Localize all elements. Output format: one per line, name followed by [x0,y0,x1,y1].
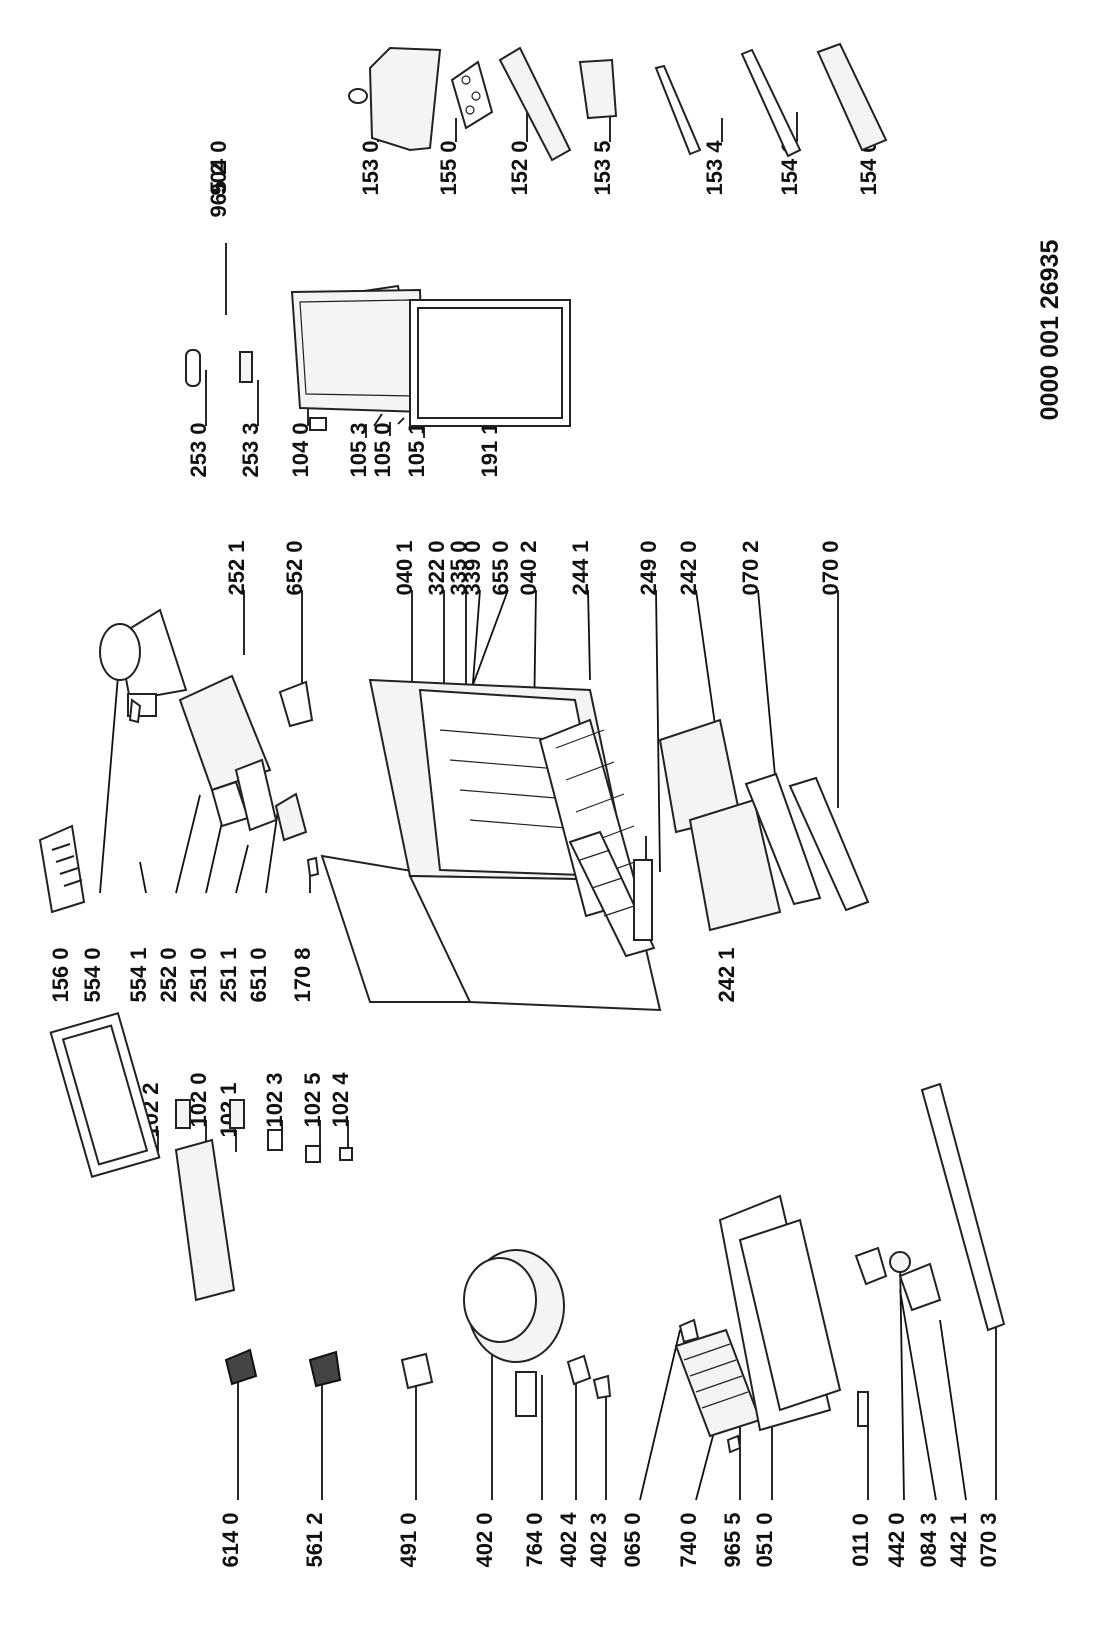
rail-153-4 [654,64,702,156]
document-code: 0000 001 26935 [1036,240,1064,421]
part-label: 105 3 [346,422,371,477]
part-491-0 [400,1352,434,1390]
part-label: 322 0 [424,540,449,595]
part-label: 242 0 [676,540,701,595]
knob-652-0 [278,680,314,728]
part-label: 040 1 [392,540,417,595]
part-label: 442 0 [884,1512,909,1567]
cover-251-1 [234,758,278,832]
part-label: 491 0 [396,1512,421,1567]
part-label: 253 3 [238,422,263,477]
part-084-3 [889,1251,911,1273]
thermostat-651-0 [274,792,308,842]
part-label: 070 3 [976,1512,1001,1567]
part-402-3 [592,1374,612,1400]
part-965-5 [726,1434,742,1454]
part-label: 554 0 [80,947,105,1002]
part-label: 153 4 [702,140,727,196]
housing-252-0 [178,674,272,792]
part-label: 156 0 [48,947,73,1002]
part-label: 339 0 [460,540,485,595]
part-011-0 [857,1391,869,1427]
strip-070-2 [744,772,822,906]
part-442-0 [854,1246,888,1286]
hinge-253-3 [239,351,253,383]
bin-152-0 [498,46,572,162]
bin-153-5 [578,58,618,120]
part-label: 011 0 [848,1513,873,1567]
part-label: 652 0 [282,540,307,595]
part-label: 740 0 [676,1512,701,1567]
part-label: 244 1 [568,540,593,595]
part-065-0 [678,1318,700,1344]
part-label: 651 0 [246,947,271,1002]
part-label: 442 1 [946,1512,971,1567]
strip-249-0 [633,859,653,941]
part-label: 965 2 [206,162,231,217]
part-label: 105 0 [370,422,395,477]
tray-156-0 [38,824,86,914]
part-label: 251 1 [216,947,241,1002]
part-label: 614 0 [218,1512,243,1567]
part-label: 155 0 [436,140,461,195]
part-label: 402 0 [472,1512,497,1567]
part-label: 764 0 [522,1512,547,1567]
bin-154-0 [816,42,888,152]
part-label: 402 4 [556,1512,581,1568]
rail-070-3 [920,1082,1006,1332]
part-label: 040 2 [516,540,541,595]
part-label: 084 3 [916,1512,941,1567]
part-drawings [38,42,1006,1454]
part-label: 904 0 [206,140,231,195]
handle-cap-253-0 [185,349,201,387]
part-label: 152 0 [507,140,532,195]
part-label: 170 8 [290,947,315,1002]
part-label: 191 1 [477,422,502,477]
part-label: 105 1 [404,422,429,477]
rail-154-1 [740,48,802,158]
part-label: 070 2 [738,540,763,595]
part-label: 070 0 [818,540,843,595]
part-label: 104 0 [288,422,313,477]
part-label: 051 0 [752,1512,777,1567]
pin-105-3 [309,417,327,431]
pin-102-1 [229,1099,245,1129]
part-402-4 [566,1354,592,1386]
clip-554-1 [128,698,142,724]
part-label: 102 4 [328,1072,353,1128]
drawer-242-1 [688,798,782,932]
part-561-2 [308,1350,342,1388]
panel-102-0 [174,1138,236,1302]
part-label: 335 0 [446,540,471,595]
part-label: 252 0 [156,947,181,1002]
part-label: 065 0 [620,1512,645,1567]
part-label: 965 5 [720,1512,745,1567]
filter-764-0 [515,1371,537,1417]
plug-904-0 [348,88,368,104]
part-label: 252 1 [224,540,249,595]
part-label: 102 5 [300,1072,325,1127]
part-label: 253 0 [186,422,211,477]
strip-070-0 [788,776,870,912]
part-614-0 [224,1348,258,1386]
part-102-3 [267,1129,283,1151]
bin-153-0 [368,46,442,152]
part-102-5 [305,1145,321,1163]
part-label: 554 1 [126,947,151,1002]
part-label: 402 3 [586,1512,611,1567]
part-label: 153 5 [590,140,615,195]
part-102-4 [339,1147,353,1161]
part-label: 561 2 [302,1512,327,1567]
part-label: 655 0 [488,540,513,595]
part-label: 102 3 [262,1072,287,1127]
part-label: 154 0 [856,140,881,195]
part-label: 249 0 [636,540,661,595]
part-label: 242 1 [714,947,739,1002]
part-label: 153 0 [358,140,383,195]
pin-102-2 [175,1099,191,1129]
part-442-1 [898,1262,942,1312]
part-label: 251 0 [186,947,211,1002]
